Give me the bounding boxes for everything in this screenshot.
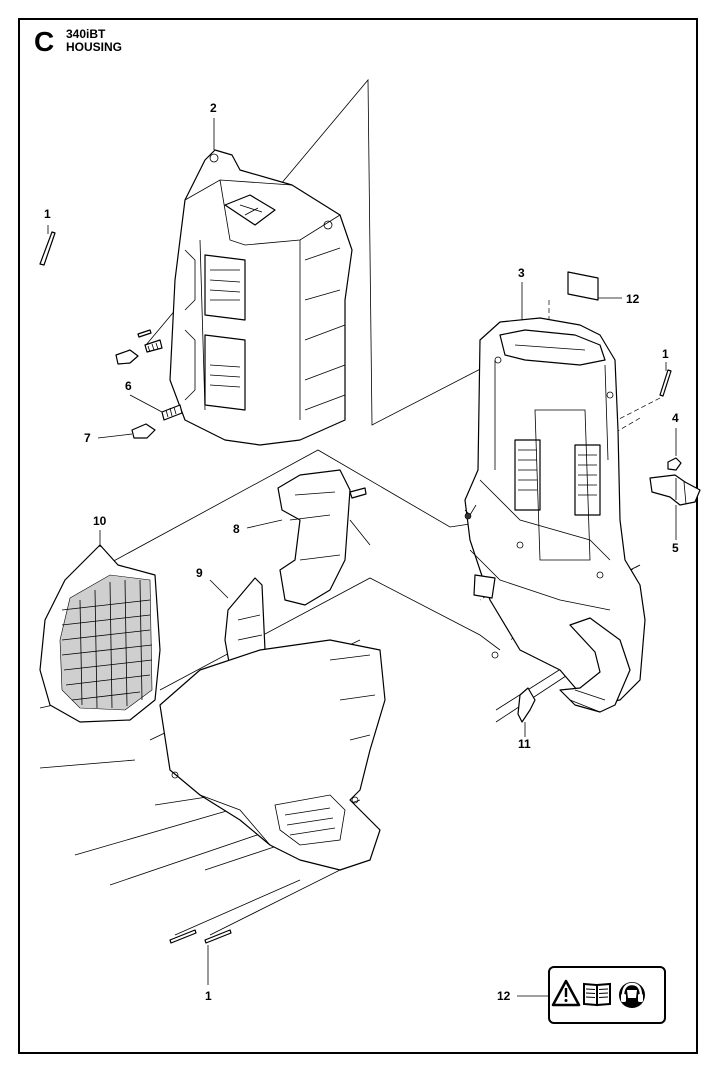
callout-6: 6 [125, 379, 132, 393]
lower-housing [159, 639, 386, 871]
callout-12-label: 12 [497, 989, 511, 1003]
ear-protection-icon [619, 982, 645, 1008]
part-1-screw-right [659, 362, 672, 397]
callout-2: 2 [210, 101, 217, 115]
part-10-grill [39, 530, 161, 723]
callout-4: 4 [672, 411, 679, 425]
part-3-back-frame [464, 317, 646, 713]
callout-8: 8 [233, 522, 240, 536]
callout-5: 5 [672, 541, 679, 555]
section-letter: C [34, 26, 55, 57]
part-11-clip [517, 687, 536, 737]
callout-11: 11 [518, 737, 531, 751]
part-2-cover [169, 149, 353, 446]
manual-book-icon [583, 982, 611, 1007]
callout-12-sticker: 12 [626, 292, 640, 306]
part-1-screw-topleft [39, 225, 152, 338]
callout-1-bottom: 1 [205, 989, 212, 1003]
callout-1-right: 1 [662, 347, 669, 361]
part-6-spring [144, 339, 183, 421]
part-7-knob [97, 349, 156, 439]
model-name: 340iBT [66, 27, 106, 41]
callout-9: 9 [196, 566, 203, 580]
part-8-bracket [246, 469, 367, 606]
section-title: HOUSING [66, 39, 123, 54]
warning-triangle-icon [551, 979, 581, 1007]
part-5-latch [649, 474, 701, 540]
callout-3: 3 [518, 266, 525, 280]
callouts: 1 2 3 12 1 4 5 6 7 8 9 10 11 1 12 [44, 101, 679, 1003]
callout-7: 7 [84, 431, 91, 445]
warning-label-icons [551, 979, 645, 1008]
callout-10: 10 [93, 514, 107, 528]
drawing-frame [18, 18, 698, 1054]
diagram-title: 340iBT HOUSING [66, 28, 122, 53]
warning-label [548, 966, 666, 1024]
part-4-screw [667, 428, 682, 471]
part-12-sticker [567, 271, 622, 301]
part-1-screws-bottom [169, 929, 232, 985]
callout-1-top-left: 1 [44, 207, 51, 221]
